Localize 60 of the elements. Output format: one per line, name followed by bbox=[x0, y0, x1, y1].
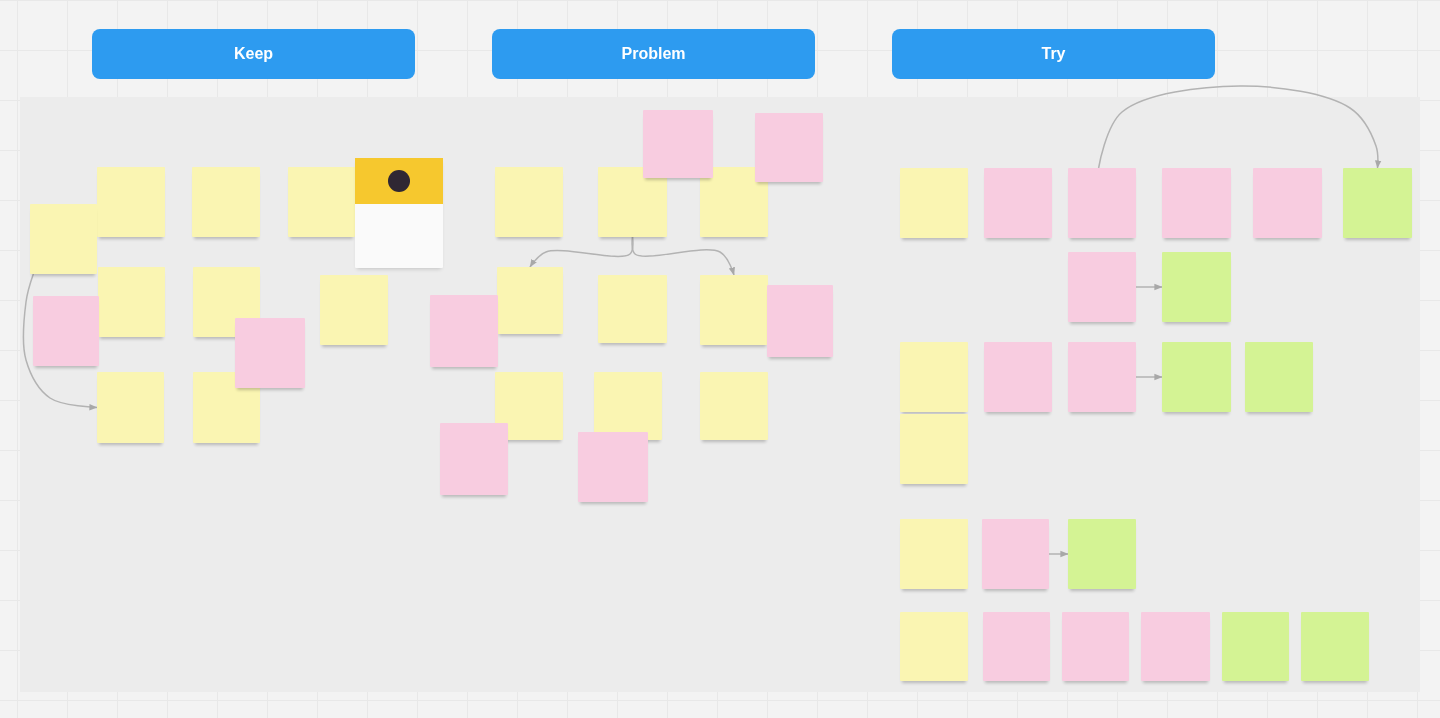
sticky-note bbox=[33, 296, 99, 366]
sticky-note bbox=[320, 275, 388, 345]
sticky-note bbox=[594, 372, 662, 440]
connector-arrow bbox=[1135, 283, 1163, 291]
sticky-note bbox=[1253, 168, 1322, 238]
connector-arrow bbox=[1048, 550, 1069, 558]
column-header: Try bbox=[892, 29, 1215, 79]
connector-arrow bbox=[1097, 85, 1382, 169]
column-header: Keep bbox=[92, 29, 415, 79]
sticky-note bbox=[700, 167, 768, 237]
sticky-note bbox=[984, 168, 1052, 238]
sticky-note bbox=[1141, 612, 1210, 681]
sticky-note bbox=[643, 110, 713, 178]
sticky-note bbox=[193, 267, 260, 337]
sticky-note bbox=[193, 372, 260, 443]
sticky-note bbox=[98, 267, 165, 337]
sticky-note bbox=[1162, 252, 1231, 322]
sticky-note bbox=[1162, 342, 1231, 412]
sticky-note bbox=[440, 423, 508, 495]
sticky-note bbox=[598, 275, 667, 343]
sticky-note bbox=[1301, 612, 1369, 681]
sticky-note bbox=[984, 342, 1052, 412]
sticky-note bbox=[97, 167, 165, 237]
column-header: Problem bbox=[492, 29, 815, 79]
sticky-note bbox=[288, 167, 355, 237]
connector-arrow bbox=[22, 273, 98, 411]
sticky-note bbox=[1222, 612, 1289, 681]
sticky-note bbox=[192, 167, 260, 237]
sticky-note bbox=[1068, 342, 1136, 412]
sticky-note bbox=[430, 295, 498, 367]
sticky-note bbox=[1068, 252, 1136, 322]
sticky-note bbox=[1068, 168, 1136, 238]
sticky-note bbox=[900, 414, 968, 484]
sticky-note bbox=[598, 167, 667, 237]
sticky-note bbox=[1062, 612, 1129, 681]
sticky-note bbox=[900, 519, 968, 589]
sticky-note bbox=[1245, 342, 1313, 412]
note-card bbox=[355, 158, 443, 268]
connector-arrow bbox=[529, 236, 634, 268]
sticky-note bbox=[900, 612, 968, 681]
connector-arrow bbox=[1135, 373, 1163, 381]
sticky-note bbox=[235, 318, 305, 388]
sticky-note bbox=[97, 372, 164, 443]
sticky-note bbox=[983, 612, 1050, 681]
sticky-note bbox=[1162, 168, 1231, 238]
sticky-note bbox=[495, 372, 563, 440]
sticky-note bbox=[497, 267, 563, 334]
sticky-note bbox=[30, 204, 97, 274]
sticky-note bbox=[495, 167, 563, 237]
sticky-note bbox=[982, 519, 1049, 589]
sticky-note bbox=[700, 275, 768, 345]
sticky-note bbox=[1068, 519, 1136, 589]
sticky-note bbox=[700, 372, 768, 440]
sticky-note bbox=[900, 168, 968, 238]
sticky-note bbox=[900, 342, 968, 412]
sticky-note bbox=[1343, 168, 1412, 238]
sticky-note bbox=[767, 285, 833, 357]
connector-arrow bbox=[631, 236, 735, 276]
sticky-note bbox=[578, 432, 648, 502]
sticky-note bbox=[755, 113, 823, 182]
